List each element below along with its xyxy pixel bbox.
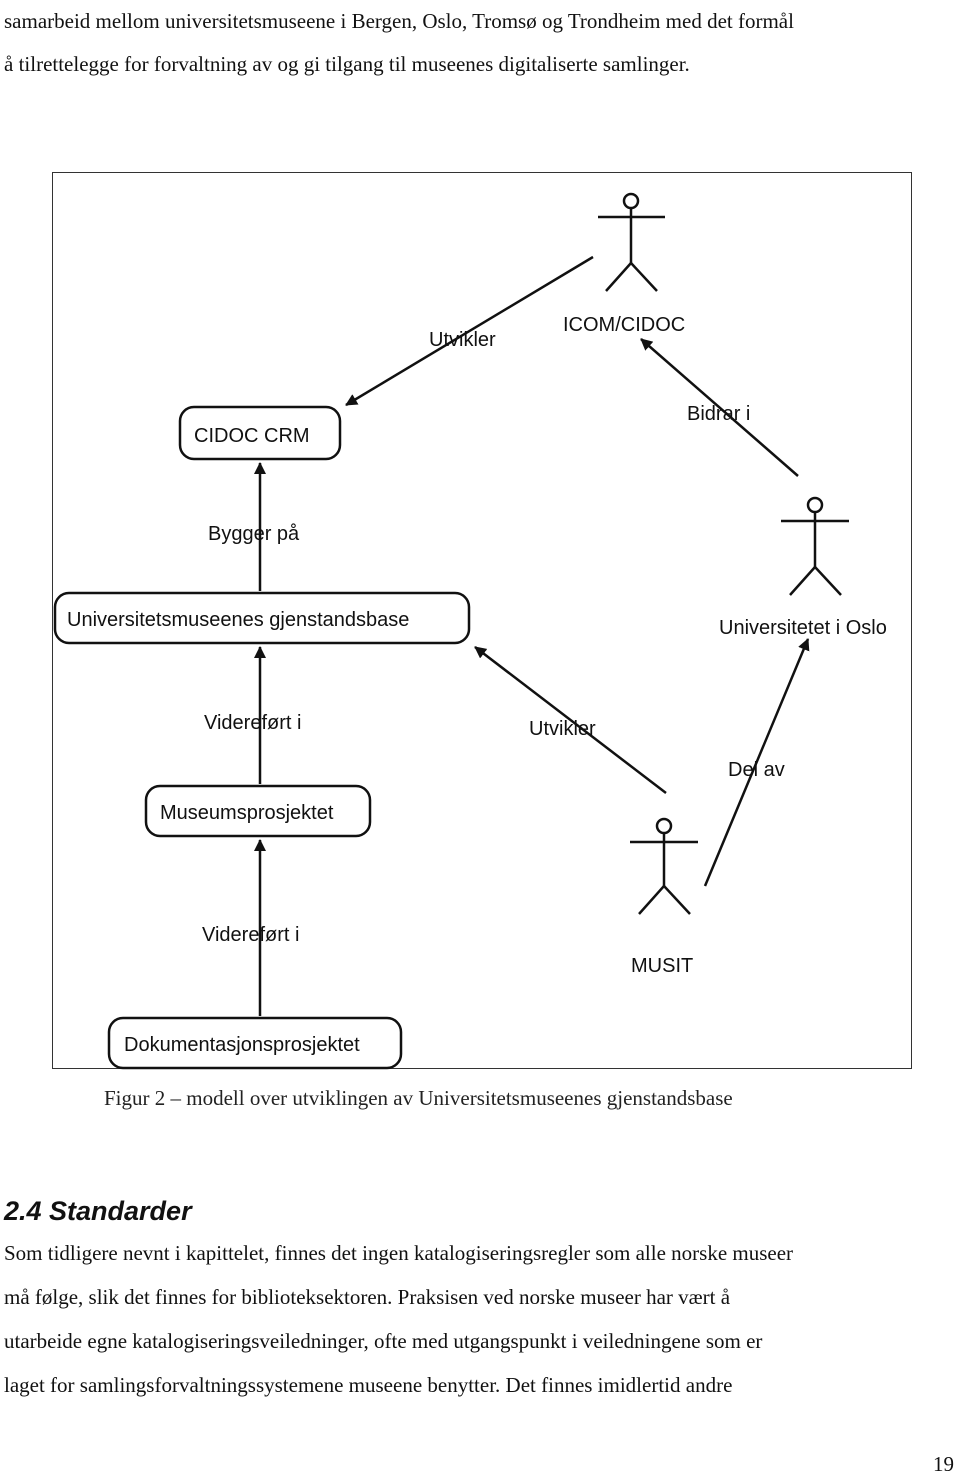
node-museumsprosjektet: Museumsprosjektet: [144, 784, 372, 838]
node-cidoc-crm-label: CIDOC CRM: [194, 425, 310, 447]
actor-universitetet-i-oslo: [781, 496, 849, 596]
section-heading: 2.4 Standarder: [4, 1196, 192, 1226]
body-line-4: laget for samlingsforvaltningssystemene …: [4, 1373, 733, 1397]
edge-label-utvikler-top: Utvikler: [429, 329, 496, 351]
actor-musit-label: MUSIT: [631, 955, 693, 977]
edge-del-av: [703, 638, 810, 887]
figure-caption: Figur 2 – modell over utviklingen av Uni…: [104, 1086, 733, 1110]
edge-label-bygger-pa: Bygger på: [208, 523, 300, 545]
body-line-1: Som tidligere nevnt i kapittelet, finnes…: [4, 1241, 794, 1265]
actor-icom-cidoc-label: ICOM/CIDOC: [563, 314, 685, 336]
diagram-svg: CIDOC CRM Universitetsmuseenes gjenstand…: [53, 192, 887, 1070]
figure-diagram: CIDOC CRM Universitetsmuseenes gjenstand…: [52, 172, 912, 1070]
actor-musit: [630, 817, 698, 915]
edge-utvikler-musit: [474, 646, 667, 794]
intro-line-2: å tilrettelegge for forvaltning av og gi…: [4, 52, 690, 76]
intro-paragraph: samarbeid mellom universitetsmuseene i B…: [4, 0, 956, 86]
page-number: 19: [933, 1452, 954, 1476]
actor-icom-cidoc: [598, 192, 665, 292]
node-dokumentasjonsprosjektet: Dokumentasjonsprosjektet: [107, 1016, 403, 1070]
node-cidoc-crm: CIDOC CRM: [178, 405, 342, 461]
edge-bidrar-i: [640, 338, 799, 477]
edge-utvikler-crm: [345, 255, 594, 407]
edge-label-del-av: Del av: [728, 759, 785, 781]
body-line-3: utarbeide egne katalogiseringsveiledning…: [4, 1329, 763, 1353]
node-dokumentasjonsprosjektet-label: Dokumentasjonsprosjektet: [124, 1034, 360, 1056]
node-gjenstandsbase: Universitetsmuseenes gjenstandsbase: [53, 591, 471, 645]
edge-label-videreført-2: Videreført i: [202, 924, 299, 946]
edge-label-utvikler-mid: Utvikler: [529, 718, 596, 740]
node-gjenstandsbase-label: Universitetsmuseenes gjenstandsbase: [67, 609, 409, 631]
node-museumsprosjektet-label: Museumsprosjektet: [160, 802, 334, 824]
actor-universitetet-i-oslo-label: Universitetet i Oslo: [719, 617, 887, 639]
edge-label-bidrar-i: Bidrar i: [687, 403, 750, 425]
intro-line-1: samarbeid mellom universitetsmuseene i B…: [4, 9, 794, 33]
edge-label-videreført-1: Videreført i: [204, 712, 301, 734]
body-line-2: må følge, slik det finnes for biblioteks…: [4, 1285, 731, 1309]
